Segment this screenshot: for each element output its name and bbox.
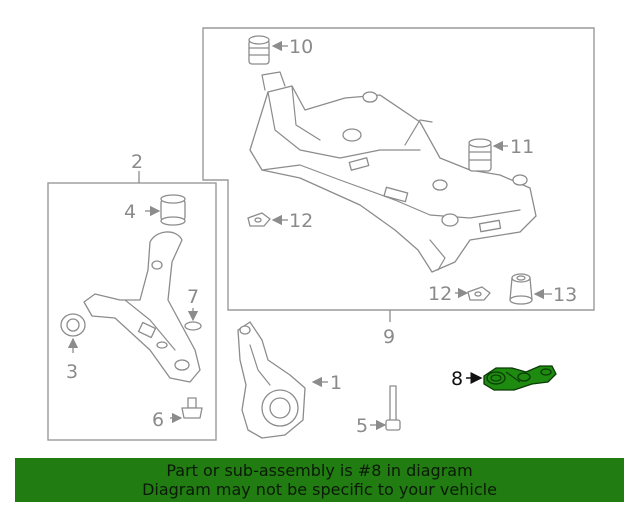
parts-diagram: 2 9 10 11 12 (47, 27, 595, 441)
callout-11: 11 (510, 136, 534, 158)
info-banner: Part or sub-assembly is #8 in diagram Di… (15, 458, 624, 502)
steering-knuckle-part-1 (237, 321, 306, 439)
bushing-part-3 (60, 313, 86, 337)
callout-9: 9 (383, 326, 395, 348)
bushing-part-4 (160, 194, 186, 226)
callout-13: 13 (553, 284, 577, 306)
banner-line-1: Part or sub-assembly is #8 in diagram (166, 461, 473, 480)
callout-2: 2 (131, 151, 143, 173)
callout-7: 7 (187, 286, 199, 308)
callout-1: 1 (330, 372, 342, 394)
callout-3: 3 (66, 361, 78, 383)
callout-12b: 12 (428, 283, 452, 305)
subframe-crossmember (249, 71, 537, 273)
ball-joint-part-6 (181, 397, 203, 419)
callout-6: 6 (152, 409, 164, 431)
banner-line-2: Diagram may not be specific to your vehi… (142, 480, 497, 499)
highlighted-part-8-bracket (483, 365, 557, 391)
bushing-part-11 (468, 138, 492, 172)
lower-control-arm (83, 231, 201, 383)
callout-8: 8 (451, 368, 463, 390)
callout-12a: 12 (289, 210, 313, 232)
callout-10: 10 (289, 36, 313, 58)
bushing-part-13 (509, 273, 533, 305)
callout-4: 4 (124, 201, 136, 223)
bolt-part-5 (385, 385, 401, 431)
control-arm-group-frame (47, 182, 217, 441)
callout-5: 5 (356, 415, 368, 437)
bushing-part-10 (248, 35, 270, 65)
subframe-group-frame (202, 27, 595, 311)
clip-part-7 (184, 321, 202, 331)
